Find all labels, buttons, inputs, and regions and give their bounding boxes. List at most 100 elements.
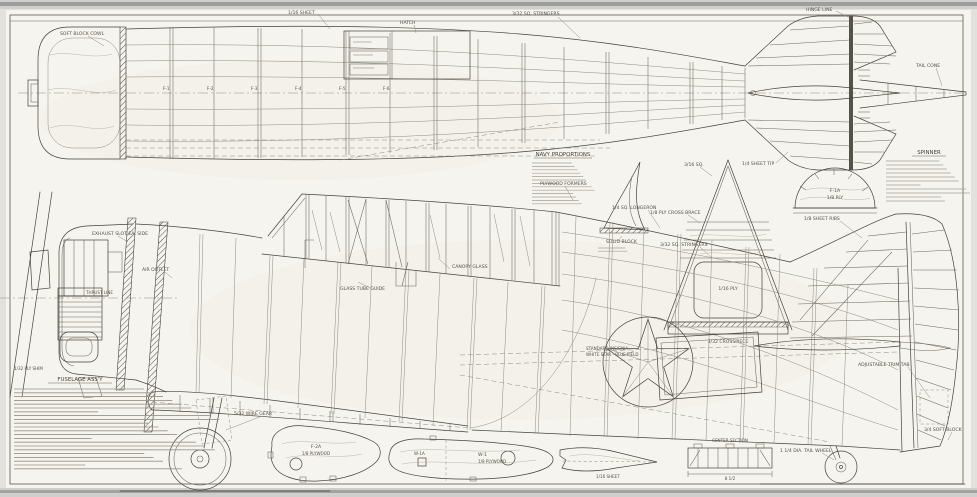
svg-text:F-5: F-5 (339, 86, 346, 91)
plan-hidden-wing-lines (126, 121, 610, 161)
template-f2a: F-2A 1/8 PLYWOOD (267, 425, 381, 483)
fin-section-detail: SOLID BLOCK (598, 161, 649, 252)
plan-formers (125, 27, 746, 159)
taper-label: 1/16 SHEET (596, 474, 620, 479)
former-window (693, 261, 763, 319)
crosspiece-ann: 3/32 CROSSPIECE (708, 339, 749, 345)
tailcone-formers (858, 69, 945, 119)
hinge-ann: HINGE LINE (806, 7, 833, 13)
wing-ribs (179, 395, 451, 431)
finribs-ann: 1/8 SHEET RIBS (804, 216, 840, 222)
former-f2-side (143, 221, 169, 433)
exhaust-ann: EXHAUST SLOT EA. SIDE (92, 231, 148, 237)
f2a-material: 1/8 PLYWOOD (302, 451, 330, 456)
tailwheel-ann: 1 1/4 DIA. TAIL WHEEL (780, 448, 832, 454)
tip-ann: 1/4 SHEET TIP (742, 161, 774, 167)
frame-dimension: 8 1/2 (725, 476, 736, 481)
svg-text:F-4: F-4 (295, 86, 302, 91)
plan-former-labels: F-1 F-2 F-3 F-4 F-5 F-6 (163, 86, 390, 91)
fin-rudder (753, 213, 960, 453)
annotations: SOFT BLOCK COWL 1/16 SHEET HATCH 3/32 SQ… (60, 7, 963, 461)
shim-ann: 1/32 PLY SHIM (14, 366, 43, 371)
firewall-side (115, 217, 137, 391)
w1a-label: W-1A (414, 451, 425, 456)
sq316-ann: 3/16 SQ. (684, 162, 704, 168)
tail-gear (824, 445, 858, 484)
plan-stringers (125, 44, 746, 142)
w1-material: 1/8 PLYWOOD (478, 459, 506, 464)
aft-stringers (561, 231, 899, 431)
cowl-former-label: F-1A (830, 188, 841, 194)
wing-fillet (469, 277, 597, 429)
engine (57, 239, 123, 363)
detail-row: NAVY PROPORTIONS SOLID BLOCK 1/8 PLY CRO… (532, 150, 971, 345)
w1-label: W-1 (478, 452, 487, 458)
canopy-frames (305, 194, 560, 286)
softblock-ann: 3/4 SOFT BLOCK (924, 427, 963, 433)
air-ann: AIR OUTLET (142, 267, 169, 273)
plan-hatch (343, 30, 471, 80)
cowl-ann: SOFT BLOCK COWL (60, 31, 105, 37)
instrument-panel (304, 239, 314, 268)
top-view-fuselage: F-1 F-2 F-3 F-4 F-5 F-6 (18, 15, 967, 171)
wing-root (147, 391, 471, 433)
window-ann: 1/16 PLY (718, 286, 737, 292)
plan-tailplane (744, 15, 967, 171)
glass-hatching (311, 209, 531, 267)
fin-cross-section (747, 85, 901, 101)
elevator-hinge-spar (849, 16, 853, 170)
plyformers-ann: PLYWOOD FORMERS (540, 181, 587, 187)
glass-ann: CANOPY GLASS (452, 264, 488, 270)
gearwire-ann: 5/32 WIRE GEAR (234, 411, 273, 417)
assembly-note: FUSELAGE ASS'Y (14, 377, 220, 470)
star-insignia (602, 316, 763, 408)
canopy-braces (347, 198, 403, 268)
stringers-ann: 3/32 SQ. STRINGERS (512, 11, 560, 17)
cowl-plan (27, 26, 121, 160)
canopy (261, 194, 561, 287)
trim-tab (919, 389, 949, 425)
insignia-ann-2: WHITE STAR - BLUE FIELD (586, 352, 639, 357)
template-w1: W-1A W-1 1/8 PLYWOOD (388, 435, 554, 482)
hatch-ann: HATCH (400, 20, 415, 26)
leader-lines (87, 10, 953, 461)
longeron-ann: 1/4 SQ. LONGERON (612, 205, 656, 211)
template-taper: 1/16 SHEET (559, 447, 658, 479)
tube-ann: GLASS TUBE GUIDE (340, 286, 385, 292)
fuselage-profile (135, 193, 901, 451)
navy-note-title: NAVY PROPORTIONS (536, 152, 591, 158)
control-stick (401, 261, 409, 287)
svg-text:F-1: F-1 (163, 86, 170, 91)
tailcone-ann: TAIL CONE (915, 63, 940, 69)
trimtab-ann: ADJUSTABLE TRIM TAB (858, 362, 910, 368)
fin-ribs (789, 231, 913, 339)
crossbrace-ann: 1/8 PLY CROSS BRACE (650, 210, 701, 216)
side-view (0, 191, 966, 492)
spinner-note: SPINNER (886, 150, 971, 202)
insignia-ann-1: STANDARD INSIGNIA (586, 346, 628, 351)
seat (395, 262, 417, 287)
stab-ribs (747, 21, 897, 165)
bottom-row: FUSELAGE ASS'Y F-2A 1/8 PLYWOOD W (14, 366, 773, 483)
sheet-ann: 1/16 SHEET (288, 10, 315, 16)
cowl-former-material: 1/8 PLY (827, 195, 844, 201)
exhaust-chute (77, 377, 103, 399)
cowl-former-detail: F-1A 1/8 PLY (792, 167, 878, 214)
svg-text:F-3: F-3 (251, 86, 258, 91)
svg-text:F-6: F-6 (383, 86, 390, 91)
main-gear (168, 395, 233, 491)
side-formers (195, 215, 849, 448)
navy-note: NAVY PROPORTIONS (532, 152, 595, 205)
f2a-label: F-2A (311, 444, 322, 450)
firewall-plan (119, 26, 127, 160)
frame-label: CENTER SECTION (712, 438, 748, 443)
spinner-note-title: SPINNER (917, 150, 941, 156)
canopy-sill (261, 253, 561, 287)
fin-section-caption: SOLID BLOCK (606, 239, 638, 245)
access-panel (655, 331, 763, 401)
svg-text:F-2: F-2 (207, 86, 214, 91)
main-wheel (168, 427, 232, 491)
frame-detail: CENTER SECTION 8 1/2 (687, 438, 773, 481)
